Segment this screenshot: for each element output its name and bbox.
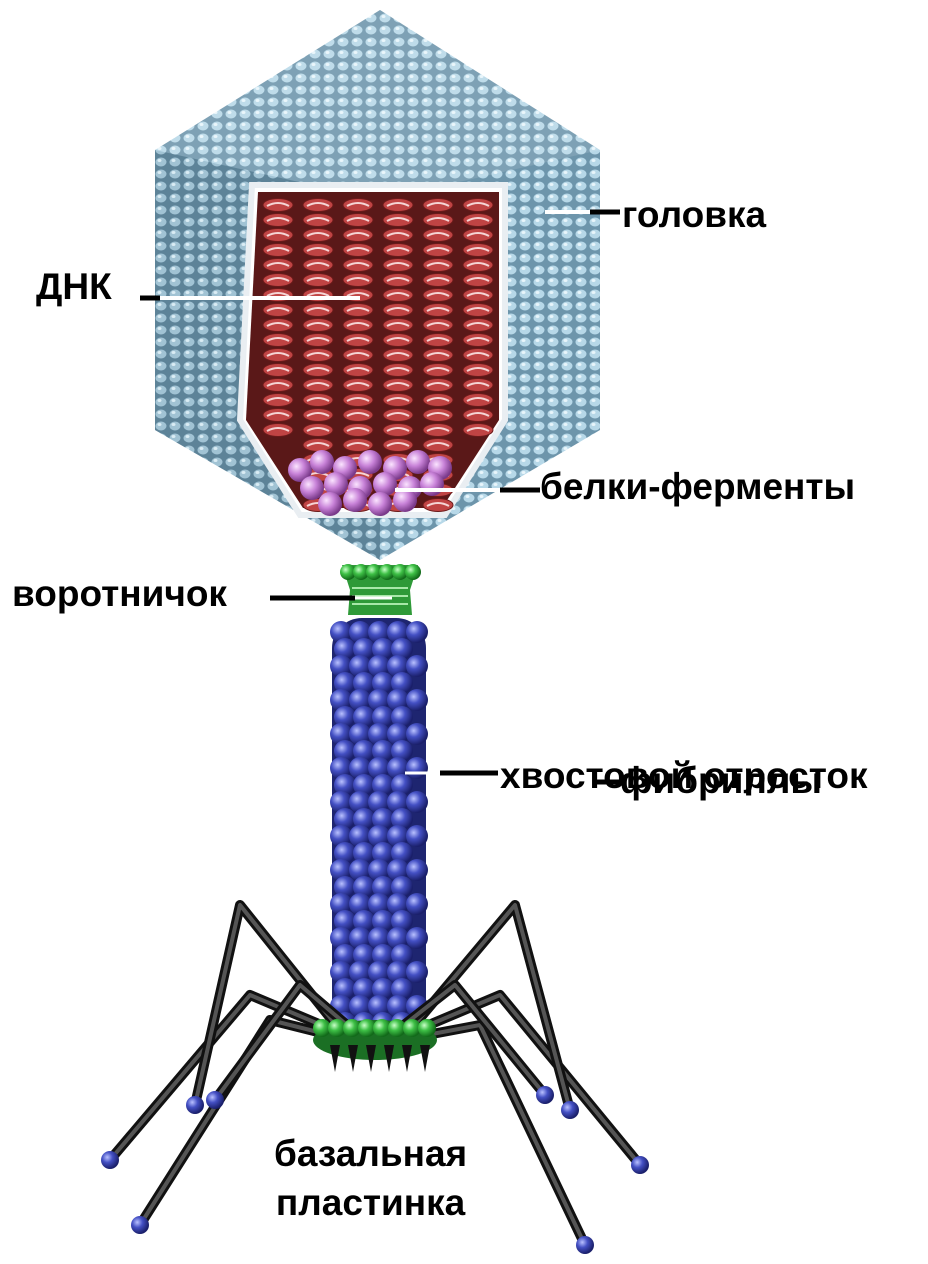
collar xyxy=(340,564,421,615)
label-baseplate-line1: базальная xyxy=(274,1130,467,1179)
base-plate xyxy=(313,1019,437,1072)
label-baseplate-line2: пластинка xyxy=(274,1179,467,1228)
label-head: головка xyxy=(622,196,766,233)
tail-sheath xyxy=(330,618,428,1038)
label-collar: воротничок xyxy=(12,575,227,612)
label-dna: ДНК xyxy=(36,268,112,305)
label-enzymes: белки-ферменты xyxy=(540,468,855,505)
label-baseplate: базальная пластинка xyxy=(274,1130,467,1228)
label-fibrils: фибриллы xyxy=(620,762,822,799)
